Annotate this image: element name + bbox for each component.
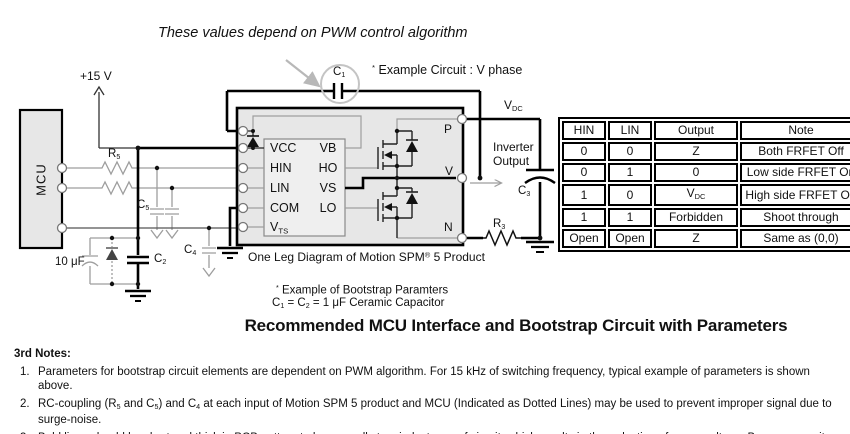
ic-pin-vb: VB <box>319 141 337 155</box>
note-item: 3. Bold lines should be short and thick … <box>20 432 844 434</box>
c1-label: C1 <box>333 66 346 80</box>
table-cell: 1 <box>608 208 652 228</box>
table-header: Output <box>654 121 738 140</box>
ic-pin-ho: HO <box>318 161 338 175</box>
r3-label: R3 <box>493 218 506 232</box>
spm-module <box>235 106 468 247</box>
terminal-n-label: N <box>444 220 453 234</box>
low-side-fet <box>377 178 418 238</box>
table-cell: Forbidden <box>654 208 738 228</box>
bootstrap-c1-loop <box>225 83 482 178</box>
table-header: LIN <box>608 121 652 140</box>
bootstrap-note-2: C1 = C2 = 1 μF Ceramic Capacitor <box>272 297 445 311</box>
supply-label: +15 V <box>80 69 112 83</box>
note-number: 2. <box>20 397 30 410</box>
table-cell: Z <box>654 142 738 161</box>
table-cell: Same as (0,0) <box>740 229 850 249</box>
table-cell: Both FRFET Off <box>740 142 850 161</box>
table-cell: 1 <box>562 184 606 207</box>
notes-section: 3rd Notes: 1. Parameters for bootstrap c… <box>14 348 844 434</box>
table-cell: Low side FRFET On <box>740 163 850 182</box>
c4-label: C4 <box>184 244 197 258</box>
note-item: 1. Parameters for bootstrap circuit elem… <box>20 366 844 393</box>
rc-coupling-network <box>67 160 239 240</box>
vdc-label: VDC <box>504 98 523 114</box>
r3-resistor <box>483 229 521 247</box>
table-cell: Z <box>654 229 738 249</box>
bootstrap-diode <box>247 130 264 149</box>
bootstrap-note-1: * Example of Bootstrap Paramters <box>276 284 449 297</box>
table-cell: 1 <box>562 208 606 228</box>
inverter-output-label-2: Output <box>493 154 530 168</box>
table-cell: High side FRFET On <box>740 184 850 207</box>
pwm-note-arrow <box>285 59 321 88</box>
ic-pin-vts: VTS <box>270 220 289 236</box>
example-circuit-label: * Example Circuit : V phase <box>372 63 523 77</box>
ic-pin-lin: LIN <box>270 181 290 195</box>
table-cell: Open <box>562 229 606 249</box>
ic-pin-lo: LO <box>319 201 337 215</box>
cap-10uf-label: 10 μF <box>55 256 85 268</box>
supply-15v <box>93 85 138 149</box>
circuit-schematic <box>18 59 556 302</box>
table-cell: 0 <box>562 163 606 182</box>
truth-table: HIN LIN Output Note 0 0 Z Both FRFET Off… <box>558 117 850 253</box>
ic-pin-vs: VS <box>319 181 337 195</box>
junction-dots <box>109 128 543 287</box>
r5-label: R5 <box>108 148 121 162</box>
mcu-label: MCU <box>33 163 49 196</box>
pwm-note-text: These values depend on PWM control algor… <box>158 25 468 41</box>
table-row: 0 1 0 Low side FRFET On <box>562 163 850 182</box>
table-cell: VDC <box>654 184 738 207</box>
table-cell: Open <box>608 229 652 249</box>
table-header: Note <box>740 121 850 140</box>
vts-line <box>67 227 239 278</box>
table-header-row: HIN LIN Output Note <box>562 121 850 140</box>
table-cell: 1 <box>608 163 652 182</box>
dc-link <box>467 117 556 253</box>
internal-routing <box>248 115 457 239</box>
note-text: RC-coupling (R5 and C5) and C4 at each i… <box>38 397 832 427</box>
ic-pin-vcc: VCC <box>270 141 297 155</box>
c2-label: C2 <box>154 253 167 267</box>
note-text: Bold lines should be short and thick in … <box>38 432 844 434</box>
c5-label: C5 <box>137 199 150 213</box>
table-header: HIN <box>562 121 606 140</box>
com-ground <box>217 206 243 259</box>
terminal-v-label: V <box>445 164 454 178</box>
module-terminals <box>237 113 468 244</box>
module-caption: One Leg Diagram of Motion SPM® 5 Product <box>248 250 485 264</box>
table-row: 1 0 VDC High side FRFET On <box>562 184 850 207</box>
ic-pin-com: COM <box>270 201 300 215</box>
mcu-block <box>18 108 68 250</box>
table-row: Open Open Z Same as (0,0) <box>562 229 850 249</box>
vcc-rail <box>125 146 238 302</box>
ic-pin-hin: HIN <box>270 161 292 175</box>
note-item: 2. RC-coupling (R5 and C5) and C4 at eac… <box>20 398 844 428</box>
note-number: 3. <box>20 432 38 434</box>
table-row: 1 1 Forbidden Shoot through <box>562 208 850 228</box>
table-cell: 0 <box>608 184 652 207</box>
table-cell: 0 <box>562 142 606 161</box>
table-row: 0 0 Z Both FRFET Off <box>562 142 850 161</box>
vs-output-wire <box>345 176 456 190</box>
figure-title: Recommended MCU Interface and Bootstrap … <box>244 316 788 335</box>
c3-label: C3 <box>518 185 531 199</box>
c1-highlight-circle <box>320 64 360 104</box>
note-text: Parameters for bootstrap circuit element… <box>38 366 810 392</box>
inverter-output-label-1: Inverter <box>493 140 534 154</box>
note-number: 1. <box>20 366 30 378</box>
table-cell: 0 <box>608 142 652 161</box>
high-side-fet <box>377 130 418 178</box>
notes-heading: 3rd Notes: <box>14 348 71 360</box>
cap-10uf-zener <box>81 237 138 285</box>
table-cell: 0 <box>654 163 738 182</box>
table-cell: Shoot through <box>740 208 850 228</box>
terminal-p-label: P <box>444 122 453 136</box>
